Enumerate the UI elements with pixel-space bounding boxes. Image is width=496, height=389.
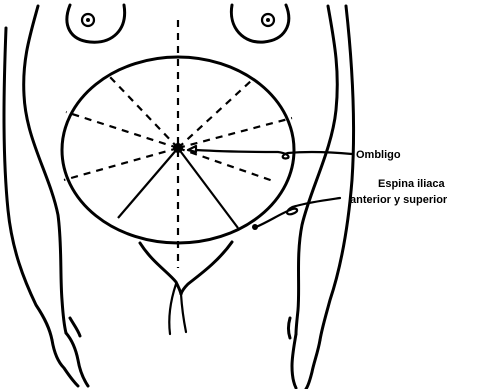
groin-center-line: [181, 294, 186, 332]
right-breast: [231, 5, 288, 42]
dashed-ray-left: [66, 112, 178, 148]
iliac-spine-label-line1: Espina iliaca: [378, 178, 446, 190]
torso-left-outline: [24, 6, 66, 333]
left-arm-outline: [4, 28, 52, 340]
left-hand: [52, 318, 88, 386]
dashed-ray-lower-left: [64, 148, 178, 180]
iliac-leader-line: [256, 198, 340, 227]
right-hand: [289, 318, 321, 389]
left-breast: [67, 5, 125, 42]
solid-ray-right: [178, 148, 238, 228]
solid-ray-left: [118, 148, 178, 218]
navel-label: Ombligo: [356, 149, 401, 161]
dashed-ray-right: [178, 118, 292, 148]
thigh-left-inner: [169, 284, 176, 334]
dashed-ray-upper-left: [110, 77, 178, 148]
groin-right-line: [181, 242, 232, 294]
dashed-ray-upper-right: [178, 80, 252, 148]
iliac-spine-label-line2: anterior y superior: [350, 194, 448, 206]
navel-dot: [173, 143, 183, 153]
torso-right-outline: [296, 6, 337, 334]
left-nipple-center: [86, 18, 90, 22]
right-nipple-center: [266, 18, 270, 22]
dashed-ray-lower-right: [178, 148, 276, 182]
